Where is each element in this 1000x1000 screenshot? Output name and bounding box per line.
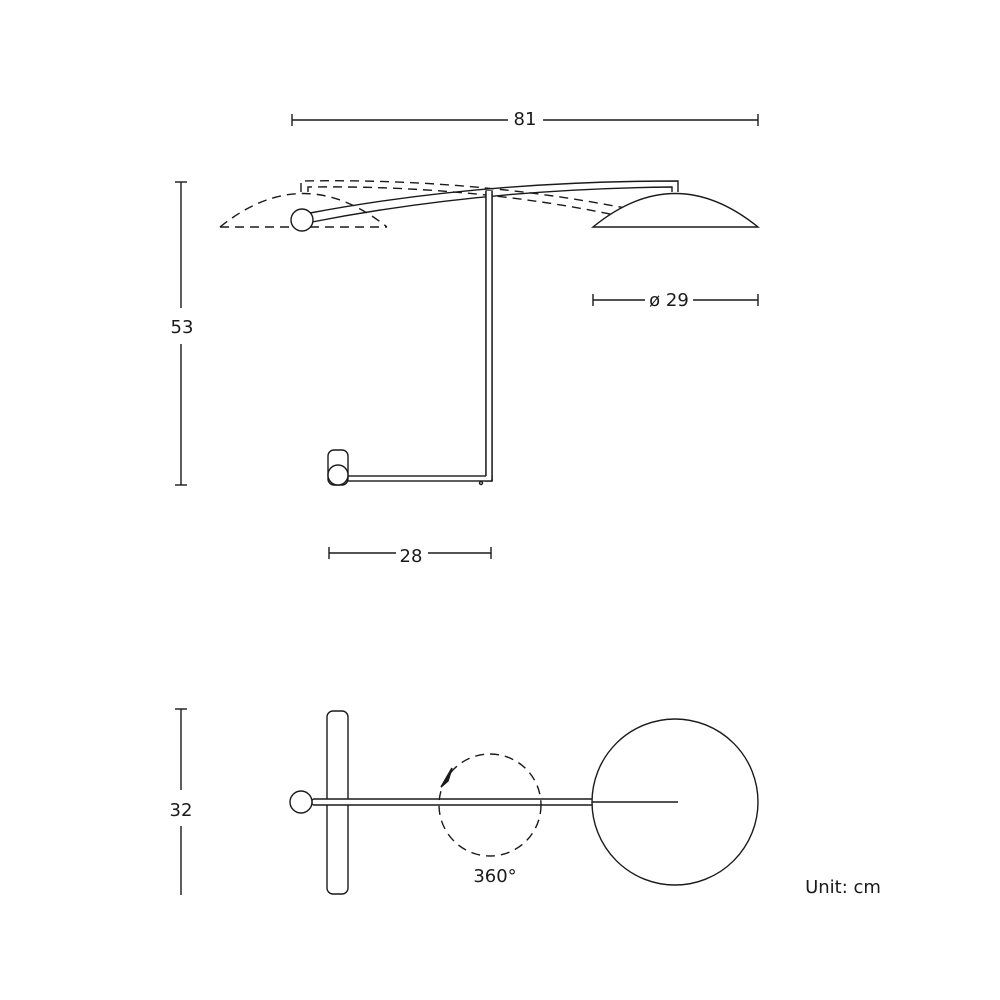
dimension-width-label: 81 xyxy=(514,109,537,130)
dimension-width: 81 xyxy=(291,109,759,130)
unit-label: Unit: cm xyxy=(805,877,881,898)
dimension-shade-diameter-label: ø 29 xyxy=(649,290,689,311)
counterweight-ball-top xyxy=(289,790,313,814)
rotation-arrow-icon xyxy=(440,767,453,788)
dimension-shade-diameter: ø 29 xyxy=(592,290,759,311)
rotation-circle xyxy=(438,753,542,857)
dimension-depth: 32 xyxy=(170,708,193,895)
side-view-lamp xyxy=(290,180,760,486)
lamp-shade-side xyxy=(591,192,760,228)
dimension-base-arm-label: 28 xyxy=(400,546,423,567)
dimension-height-label: 53 xyxy=(171,317,194,338)
top-view-lamp: 360° xyxy=(289,710,759,895)
dimension-depth-label: 32 xyxy=(170,800,193,821)
dimension-base-arm: 28 xyxy=(328,546,492,567)
lamp-base-arm xyxy=(339,475,493,482)
rotation-label: 360° xyxy=(473,866,516,887)
counterweight-ball xyxy=(290,208,314,232)
dimension-height: 53 xyxy=(171,181,194,486)
